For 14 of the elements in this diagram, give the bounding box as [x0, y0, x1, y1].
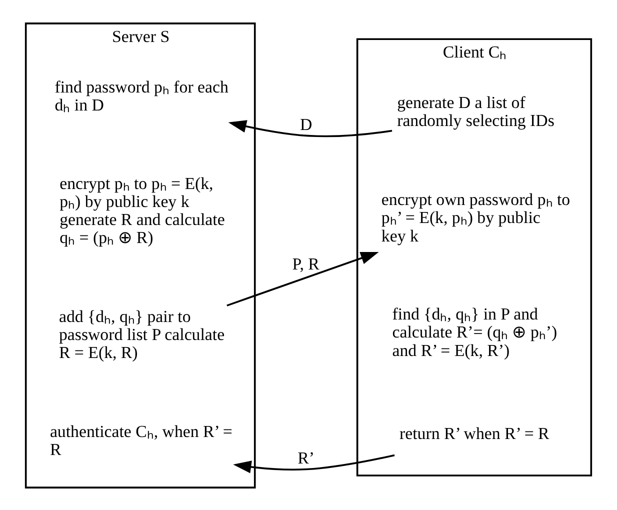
node-text: find password pₕ for each dₕ in D	[54, 76, 228, 114]
arrow	[233, 454, 395, 473]
edge-label: R’	[298, 448, 315, 468]
node-text: find {dₕ, qₕ} in P and calculate R’= (qₕ ⊕ pₕ’) and R’ = E(k, R’)	[392, 304, 558, 360]
node-text: encrypt pₕ to pₕ = E(k, pₕ) by public key k generate R and calculate qₕ = (pₕ ⊕ R)	[60, 173, 225, 247]
node-text: encrypt own password pₕ to pₕ’ = E(k, pₕ) by public key k	[381, 190, 570, 245]
edge-label: D	[300, 114, 312, 134]
edge-label: P, R	[292, 254, 320, 274]
node-text: authenticate Cₕ, when R’ = R	[50, 422, 232, 459]
arrow	[228, 120, 392, 137]
arrow	[226, 251, 379, 306]
node-text: return R’ when R’ = R	[400, 423, 550, 442]
node-text: generate D a list of randomly selecting IDs	[397, 92, 554, 130]
node-text: add {dₕ, qₕ} pair to password list P calculate R = E(k, R)	[58, 306, 225, 362]
